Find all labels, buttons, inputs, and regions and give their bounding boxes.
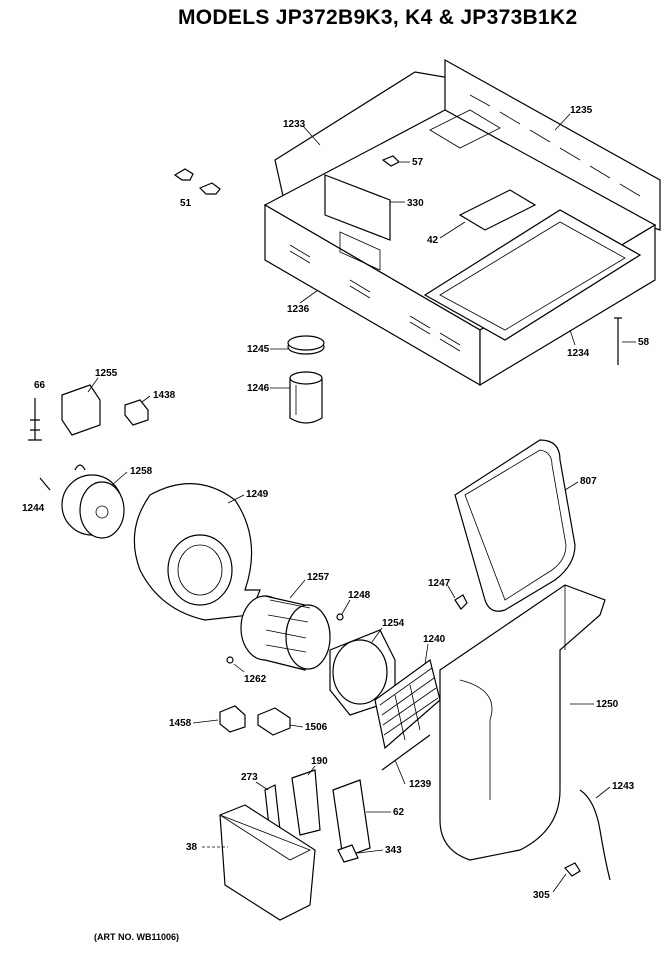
callout-57: 57: [412, 157, 424, 168]
screw-1248: [336, 613, 344, 621]
wire-harness-1243: [579, 789, 611, 881]
callout-51: 51: [180, 198, 192, 209]
bracket-305: [564, 862, 581, 877]
callout-1262: 1262: [244, 674, 267, 685]
callout-1240: 1240: [423, 634, 446, 645]
callout-62: 62: [393, 807, 405, 818]
filter-jar-1246: [289, 371, 323, 424]
callout-1458: 1458: [169, 718, 192, 729]
blower-housing-1249: [133, 483, 261, 621]
callout-273: 273: [241, 772, 258, 783]
terminal-block-1506: [257, 707, 291, 736]
clip-1247: [454, 594, 468, 610]
duct-1250: [439, 584, 606, 861]
callout-1255: 1255: [95, 368, 118, 379]
diagram-title: MODELS JP372B9K3, K4 & JP373B1K2: [178, 6, 578, 29]
callout-1244: 1244: [22, 503, 45, 514]
callout-1506: 1506: [305, 722, 328, 733]
filter-cap-1245: [287, 335, 325, 355]
callout-1246: 1246: [247, 383, 270, 394]
callout-1243: 1243: [612, 781, 635, 792]
callout-1249: 1249: [246, 489, 269, 500]
callout-66: 66: [34, 380, 46, 391]
screw-1262: [226, 656, 234, 664]
bracket-51: [173, 168, 221, 195]
control-board-62: [332, 779, 371, 859]
bracket-190: [291, 769, 321, 836]
control-cover-38: [219, 804, 316, 921]
bracket-1255: [61, 384, 101, 436]
callout-305: 305: [533, 890, 550, 901]
callout-1438: 1438: [153, 390, 176, 401]
callout-1233: 1233: [283, 119, 306, 130]
callouts: 1233 1235 57 51 330 42 1236 1234 58 1245…: [22, 105, 650, 901]
motor-1258: [61, 464, 125, 539]
filter-807: [454, 439, 576, 612]
screw-1244: [39, 477, 51, 491]
callout-1250: 1250: [596, 699, 619, 710]
switch-343: [337, 844, 359, 863]
callout-1258: 1258: [130, 466, 153, 477]
art-number: (ART NO. WB11006): [94, 932, 180, 942]
screw-58: [614, 317, 622, 365]
callout-1247: 1247: [428, 578, 451, 589]
callout-42: 42: [427, 235, 439, 246]
callout-807: 807: [580, 476, 597, 487]
callout-190: 190: [311, 756, 328, 767]
callout-1254: 1254: [382, 618, 405, 629]
callout-58: 58: [638, 337, 650, 348]
relay-1458: [219, 705, 246, 733]
callout-343: 343: [385, 845, 402, 856]
callout-1235: 1235: [570, 105, 593, 116]
callout-1245: 1245: [247, 344, 270, 355]
callout-1239: 1239: [409, 779, 432, 790]
callout-1248: 1248: [348, 590, 371, 601]
callout-1234: 1234: [567, 348, 590, 359]
callout-330: 330: [407, 198, 424, 209]
bracket-57: [381, 155, 401, 167]
callout-1236: 1236: [287, 304, 310, 315]
switch-1438: [124, 399, 149, 426]
orifice-ring-1254: [329, 629, 396, 716]
blower-wheel-1257: [240, 595, 331, 671]
callout-38: 38: [186, 842, 198, 853]
callout-1257: 1257: [307, 572, 330, 583]
chassis-housing: [263, 58, 661, 387]
capacitor-66: [28, 398, 42, 441]
